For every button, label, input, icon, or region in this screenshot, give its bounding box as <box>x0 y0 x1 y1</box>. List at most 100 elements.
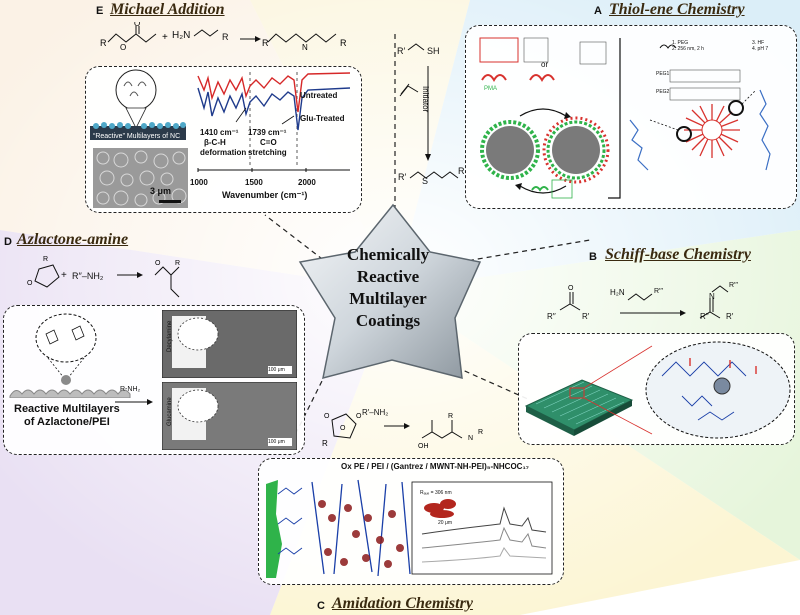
svg-text:O: O <box>120 43 126 52</box>
nc-multilayer-illustration <box>90 69 186 140</box>
amidation-illustration <box>266 479 553 578</box>
svg-text:R: R <box>43 256 48 263</box>
schiff-product-r2: R′ <box>726 312 734 321</box>
svg-text:R: R <box>100 38 107 48</box>
initiator-label: Initiator <box>421 86 430 113</box>
decylamine-sem-image <box>162 310 297 378</box>
schiff-r2: R′ <box>582 312 590 321</box>
peg1-label: PEG1 <box>656 71 670 77</box>
untreated-trace <box>197 72 351 113</box>
ftir-tick-1000: 1000 <box>190 178 208 187</box>
michael-amine-chain <box>193 29 219 37</box>
azlactone-arrow <box>115 399 153 405</box>
thioether-s: S <box>422 176 429 186</box>
michael-amine-label: H₂N <box>172 30 191 41</box>
svg-text:O: O <box>134 22 140 28</box>
azlactone-plus: + <box>61 270 67 281</box>
afm-roughness: Rₐᵤₑ = 306 nm <box>420 490 452 496</box>
svg-text:R: R <box>340 38 347 48</box>
thioether-r1: R′ <box>398 172 407 182</box>
untreated-label: Untreated <box>300 91 338 100</box>
thiolene-illustration <box>479 37 771 199</box>
ftir-tick-2000: 2000 <box>298 178 316 187</box>
pma-label: PMA <box>484 86 498 92</box>
thiol-sh: SH <box>427 46 440 56</box>
peak2-annotation: 1739 cm⁻¹ C=O stretching <box>248 128 287 157</box>
sem-image <box>93 148 188 208</box>
glucamine-scale: 100 μm <box>268 439 285 445</box>
section-c-letter: C <box>317 600 325 612</box>
thiol-arrow <box>399 66 431 161</box>
afm-scale: 20 μm <box>438 520 452 526</box>
center-title: Chemically Reactive Multilayer Coatings <box>318 244 458 332</box>
center-line-1: Chemically <box>346 245 430 264</box>
michael-reaction-scheme: R O O + R N R <box>100 22 347 52</box>
svg-text:R: R <box>175 260 180 267</box>
svg-text:O: O <box>568 285 574 292</box>
peg2-label: PEG2 <box>656 89 670 95</box>
section-e-title: Michael Addition <box>110 1 225 18</box>
svg-text:N: N <box>468 435 473 442</box>
treated-trace <box>197 87 351 131</box>
center-line-4: Coatings <box>355 311 421 330</box>
schiff-r1: R′′ <box>547 312 556 321</box>
thioether-product <box>409 171 459 179</box>
section-b-title: Schiff-base Chemistry <box>605 246 751 263</box>
svg-text:R: R <box>322 439 328 448</box>
svg-text:O: O <box>27 280 33 287</box>
azlactone-multilayer-label: Reactive Multilayers of Azlactone/PEI <box>14 403 120 428</box>
section-e-letter: E <box>96 5 104 17</box>
section-a-letter: A <box>594 5 602 17</box>
schiff-amine: H₂N <box>610 288 625 297</box>
section-c-title: Amidation Chemistry <box>332 595 473 612</box>
azlactone-reagent: R′′–NH₂ <box>72 271 104 281</box>
section-b-letter: B <box>589 251 597 263</box>
schiff-product-r3: R′′′ <box>729 282 738 289</box>
svg-text:R: R <box>448 413 453 420</box>
center-line-2: Reactive <box>356 267 420 286</box>
ftir-spectrum <box>197 72 351 172</box>
svg-text:N: N <box>302 43 308 52</box>
section-d-title: Azlactone-amine <box>17 231 129 248</box>
peak1-annotation: 1410 cm⁻¹ β-C-H deformation <box>200 128 247 157</box>
azlactone-surface-illustration <box>9 313 131 398</box>
svg-text:O: O <box>155 260 161 267</box>
section-d-letter: D <box>4 236 12 248</box>
thiolene-or-label: or <box>541 60 549 69</box>
nc-label: “Reactive” Multilayers of NC <box>91 133 183 140</box>
thiolene-panel <box>465 25 797 209</box>
schiff-n: N <box>709 292 715 301</box>
svg-text:R: R <box>262 38 269 48</box>
sem-scale-label: 3 μm <box>150 186 172 196</box>
azlactone-arrow-reagent: R-NH₂ <box>120 386 141 393</box>
ftir-tick-1500: 1500 <box>245 178 263 187</box>
schiff-surface-illustration <box>524 341 791 439</box>
glucamine-label: Glucamine <box>167 397 173 426</box>
section-a-title: Thiol-ene Chemistry <box>609 1 745 18</box>
azlactone-reaction-scheme: O R O R <box>27 256 180 298</box>
ftir-xlabel: Wavenumber (cm⁻¹) <box>222 190 308 200</box>
schiff-amine-r: R′′′ <box>654 288 663 295</box>
schiff-reaction-scheme: O <box>559 285 729 319</box>
svg-text:R: R <box>478 429 483 436</box>
michael-amine-r: R <box>222 32 229 42</box>
schiff-product-r1: R′′ <box>700 312 709 321</box>
decylamine-scale: 100 μm <box>268 367 285 373</box>
svg-text:OH: OH <box>418 443 429 450</box>
thioether-r2: R <box>458 166 465 176</box>
treated-label: Glu-Treated <box>300 114 345 123</box>
svg-text:O: O <box>340 425 346 432</box>
svg-text:+: + <box>162 32 168 43</box>
amidation-reagent: R′–NH₂ <box>362 408 389 417</box>
decylamine-label: Decylamine <box>167 320 173 352</box>
thiol-reagent-r: R′ <box>397 46 406 56</box>
svg-text:O: O <box>356 413 362 420</box>
svg-text:O: O <box>324 413 330 420</box>
glucamine-sem-image <box>162 382 297 450</box>
thiol-chain <box>407 43 425 51</box>
amidation-layer-formula: Ox PE / PEI / (Gantrez / MWNT-NH-PEI)₅-N… <box>341 462 529 471</box>
central-star <box>298 203 482 380</box>
